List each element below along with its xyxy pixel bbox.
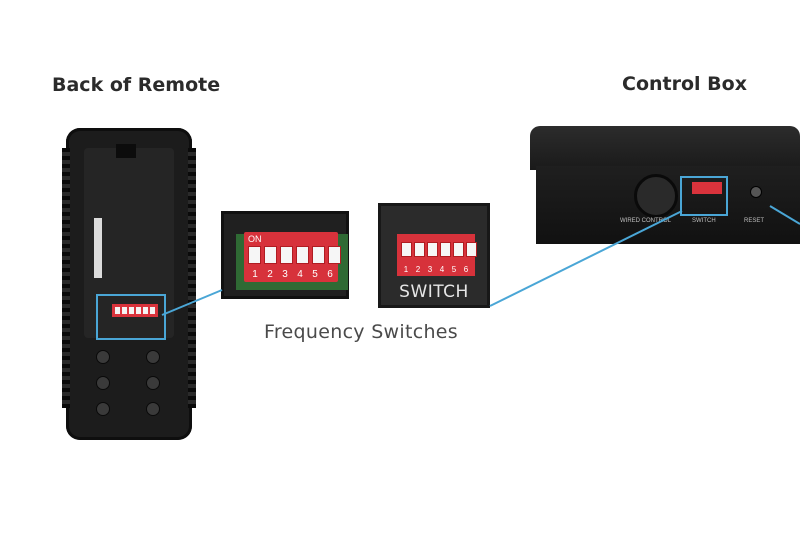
remote-label-sticker — [94, 218, 102, 278]
wired-control-label: WIRED CONTROL — [620, 218, 671, 224]
control-box-front: WIRED CONTROL SWITCH RESET — [536, 166, 800, 244]
remote-button — [146, 350, 160, 364]
control-box-dip-switch — [692, 182, 722, 194]
frequency-switches-caption: Frequency Switches — [264, 321, 458, 343]
reset-button — [750, 186, 762, 198]
remote-dip-switch — [112, 304, 158, 317]
reset-callout-line — [769, 205, 800, 225]
control-box-callout-box — [680, 176, 728, 216]
control-box-image: WIRED CONTROL SWITCH RESET — [530, 126, 800, 244]
remote-grip-right — [188, 148, 196, 408]
remote-callout-box — [96, 294, 166, 340]
remote-button — [96, 350, 110, 364]
switch-port-label: SWITCH — [692, 218, 716, 224]
remote-grip-left — [62, 148, 70, 408]
remote-button — [146, 402, 160, 416]
remote-latch — [116, 144, 136, 158]
remote-callout-line — [161, 289, 223, 316]
dip-levers — [248, 246, 341, 264]
remote-heading: Back of Remote — [52, 74, 221, 96]
dip-levers — [401, 242, 477, 257]
wired-control-port — [634, 174, 678, 218]
box-callout-line — [489, 210, 683, 307]
remote-back-image — [62, 128, 196, 440]
remote-button — [96, 376, 110, 390]
reset-label: RESET — [744, 218, 765, 224]
remote-button — [146, 376, 160, 390]
switch-label: SWITCH — [399, 282, 469, 302]
control-box-heading: Control Box — [622, 73, 747, 95]
dip-on-label: ON — [248, 234, 262, 244]
remote-button — [96, 402, 110, 416]
control-box-top — [530, 126, 800, 170]
